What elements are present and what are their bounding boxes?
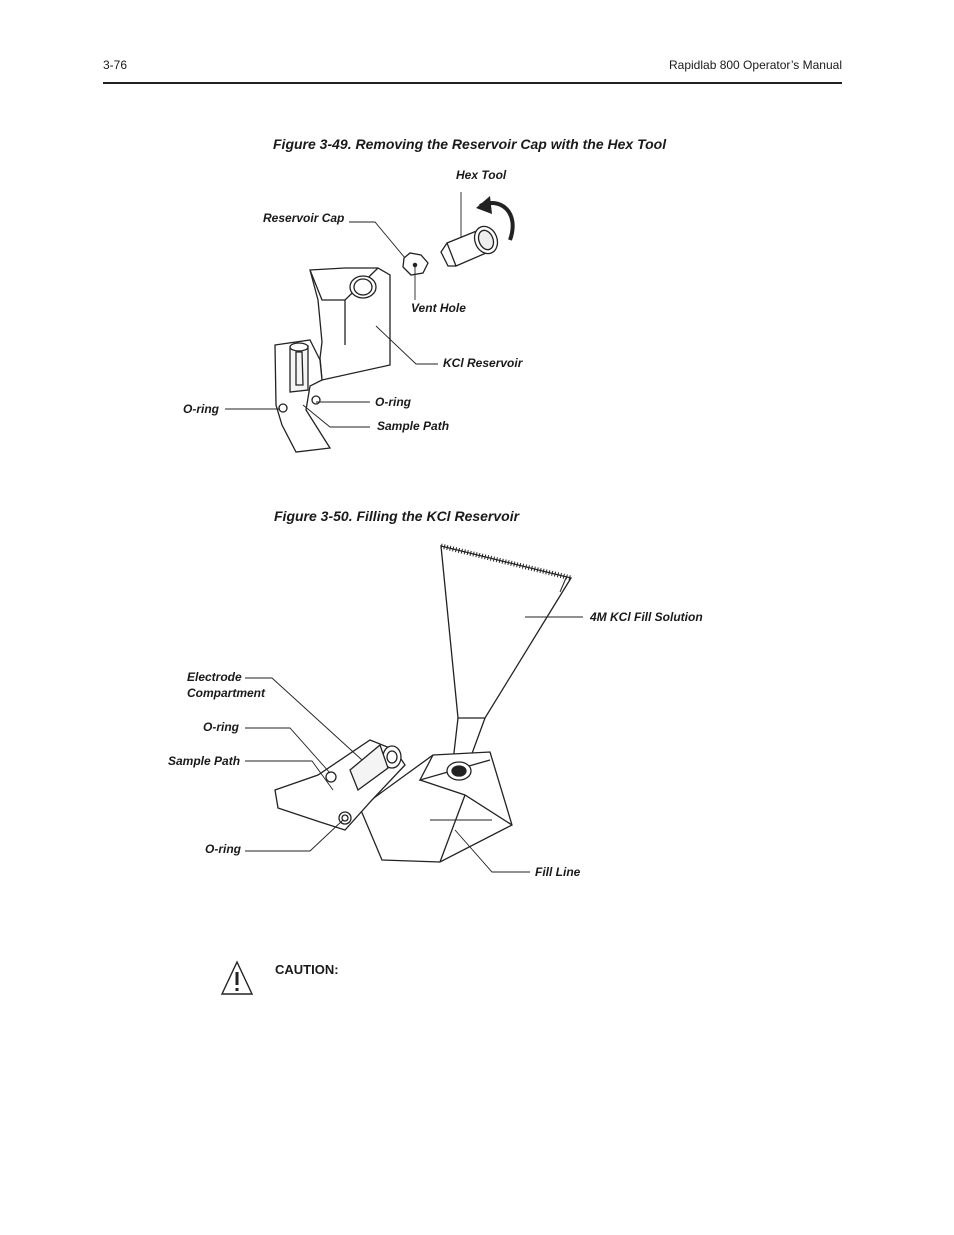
kcl-reservoir-drawing — [274, 267, 391, 453]
kcl-reservoir-label: KCl Reservoir — [443, 356, 523, 370]
figure-50-caption: Figure 3-50. Filling the KCl Reservoir — [274, 508, 520, 524]
vent-hole-label: Vent Hole — [411, 301, 466, 315]
header-rule — [103, 82, 842, 84]
manual-title: Rapidlab 800 Operator’s Manual — [669, 58, 842, 72]
o-ring-right-label: O-ring — [375, 395, 411, 409]
sample-path-label-50: Sample Path — [168, 754, 241, 768]
kcl-reservoir-drawing-50 — [274, 739, 513, 863]
figure-49-illustration — [225, 192, 515, 453]
hex-tool-label: Hex Tool — [456, 168, 507, 182]
warning-triangle-icon — [221, 960, 253, 995]
figure-50-illustration — [245, 543, 583, 873]
electrode-label-line1: Electrode — [187, 670, 242, 684]
fill-line-label: Fill Line — [535, 865, 581, 879]
o-ring-left-label: O-ring — [183, 402, 219, 416]
page-number: 3-76 — [103, 58, 128, 72]
sample-path-label: Sample Path — [377, 419, 450, 433]
electrode-label-line2: Compartment — [187, 686, 266, 700]
caution-heading: CAUTION: — [275, 962, 339, 977]
figure-49-caption: Figure 3-49. Removing the Reservoir Cap … — [273, 136, 667, 152]
funnel-drawing — [440, 543, 573, 771]
hex-tool-drawing — [440, 225, 499, 267]
o-ring-bottom-label: O-ring — [205, 842, 241, 856]
reservoir-cap-label: Reservoir Cap — [263, 211, 345, 225]
o-ring-top-label: O-ring — [203, 720, 239, 734]
fill-solution-label: 4M KCl Fill Solution — [590, 610, 703, 624]
